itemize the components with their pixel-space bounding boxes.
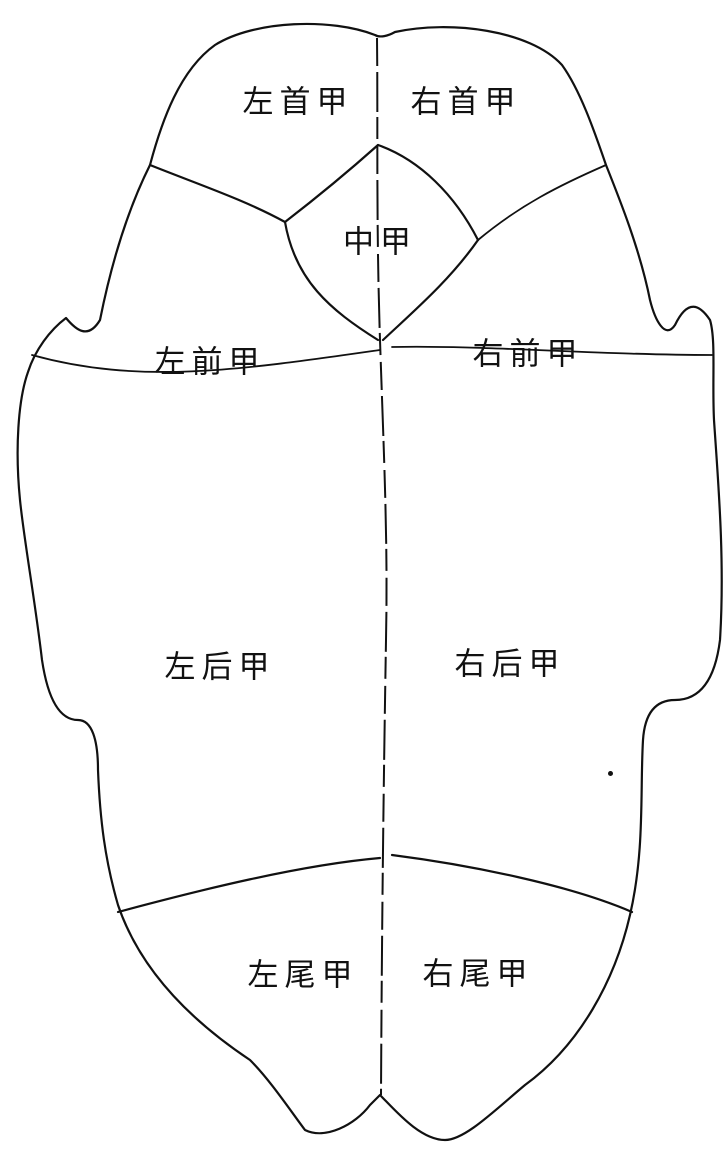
label-right-rear-plate: 右后甲 xyxy=(454,646,566,683)
ink-dot xyxy=(608,771,613,776)
seam-front-rear-left xyxy=(31,349,381,373)
seam-rear-tail-left xyxy=(116,856,382,914)
seam-rear-tail-right xyxy=(390,853,634,914)
label-middle-plate: 中甲 xyxy=(343,224,417,261)
plastron-outline xyxy=(16,22,723,1142)
label-right-tail-plate: 右尾甲 xyxy=(422,956,534,993)
seam-middle-top-right xyxy=(376,143,480,242)
label-left-tail-plate: 左尾甲 xyxy=(247,957,359,994)
seam-middle-bottom-left xyxy=(283,220,380,342)
seam-middle-top-left xyxy=(283,143,380,224)
label-left-front-plate: 左前甲 xyxy=(154,344,266,381)
label-right-front-plate: 右前甲 xyxy=(472,336,584,373)
label-right-head-plate: 右首甲 xyxy=(410,84,522,121)
central-midline xyxy=(376,37,388,1096)
seam-middle-bottom-right xyxy=(381,238,480,342)
seam-right-head-bottom xyxy=(477,164,607,241)
label-left-head-plate: 左首甲 xyxy=(242,84,354,121)
seam-front-rear-right xyxy=(391,345,713,356)
seam-left-head-bottom xyxy=(148,163,287,224)
label-left-rear-plate: 左后甲 xyxy=(164,649,276,686)
